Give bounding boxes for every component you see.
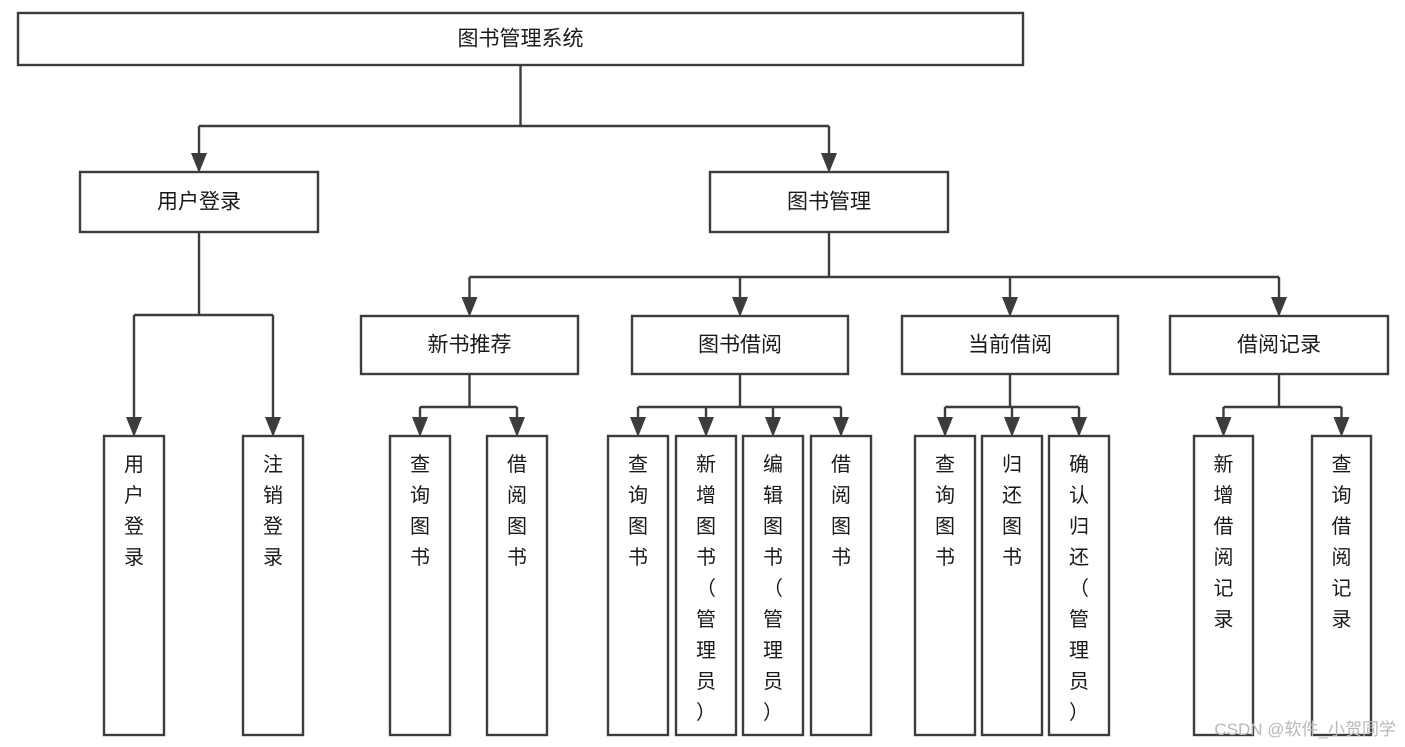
node-box[interactable]: [1310, 434, 1373, 737]
node-label: 新增借阅记录: [1214, 453, 1234, 631]
node-label: 查询图书: [628, 453, 648, 569]
arrow-head-icon: [412, 417, 428, 437]
node-box[interactable]: [1168, 314, 1390, 376]
arrow-head-icon: [821, 153, 837, 173]
connector-group-book_manage: [461, 232, 1287, 317]
node-leaf_cur_query[interactable]: 查询图书: [913, 434, 977, 737]
arrow-head-icon: [265, 417, 281, 437]
node-book_manage[interactable]: 图书管理: [708, 170, 950, 234]
node-leaf_user_login[interactable]: 用户登录: [102, 434, 166, 737]
node-box[interactable]: [606, 434, 670, 737]
node-label: 图书借阅: [698, 334, 782, 357]
connector-group-user_login: [126, 232, 281, 437]
node-label: 查询借阅记录: [1332, 453, 1352, 631]
arrow-head-icon: [698, 417, 714, 437]
node-box[interactable]: [674, 434, 738, 737]
node-label: 图书管理系统: [458, 28, 584, 51]
arrow-head-icon: [1271, 297, 1287, 317]
connector-layer: [126, 65, 1350, 437]
node-box[interactable]: [741, 434, 805, 737]
node-label: 借阅图书: [831, 453, 851, 569]
node-box[interactable]: [359, 314, 580, 376]
node-leaf_rec_query[interactable]: 查询图书: [388, 434, 452, 737]
node-label: 当前借阅: [968, 334, 1052, 357]
node-label: 借阅记录: [1237, 334, 1321, 357]
node-book_borrow[interactable]: 图书借阅: [630, 314, 850, 376]
node-leaf_user_logout[interactable]: 注销登录: [241, 434, 305, 737]
node-label: 注销登录: [263, 453, 283, 569]
node-box[interactable]: [241, 434, 305, 737]
node-label: 新增图书（管理员）: [696, 453, 716, 724]
node-leaf_borrow_edit[interactable]: 编辑图书（管理员）: [741, 434, 805, 737]
arrow-head-icon: [732, 297, 748, 317]
connector-group-current_borrow: [937, 374, 1087, 437]
node-leaf_rec_add[interactable]: 新增借阅记录: [1192, 434, 1255, 737]
node-leaf_rec_borrow[interactable]: 借阅图书: [485, 434, 549, 737]
arrow-head-icon: [1004, 417, 1020, 437]
node-box[interactable]: [809, 434, 873, 737]
node-leaf_borrow_do[interactable]: 借阅图书: [809, 434, 873, 737]
node-leaf_borrow_query[interactable]: 查询图书: [606, 434, 670, 737]
csdn-watermark: CSDN @软件_小贺同学: [1214, 720, 1396, 739]
node-label: 用户登录: [124, 454, 144, 569]
node-box[interactable]: [900, 314, 1120, 376]
node-box[interactable]: [78, 170, 320, 234]
arrow-head-icon: [461, 297, 478, 317]
node-label: 确认归还（管理员）: [1069, 453, 1089, 724]
node-label: 查询图书: [410, 453, 430, 569]
arrow-head-icon: [1002, 297, 1018, 317]
node-label: 归还图书: [1002, 453, 1022, 569]
node-box[interactable]: [485, 434, 549, 737]
arrow-head-icon: [126, 417, 142, 437]
node-box[interactable]: [1047, 434, 1111, 737]
node-box[interactable]: [913, 434, 977, 737]
node-box[interactable]: [388, 434, 452, 737]
node-box[interactable]: [708, 170, 950, 234]
connector-group-book_borrow: [630, 374, 849, 437]
node-leaf_rec_query2[interactable]: 查询借阅记录: [1310, 434, 1373, 737]
arrow-head-icon: [509, 417, 525, 437]
arrow-head-icon: [765, 417, 781, 437]
node-leaf_cur_return[interactable]: 归还图书: [980, 434, 1044, 737]
node-label: 借阅图书: [507, 453, 527, 569]
node-box[interactable]: [980, 434, 1044, 737]
node-box[interactable]: [1192, 434, 1255, 737]
arrow-head-icon: [937, 417, 953, 437]
connector-group-borrow_record: [1215, 374, 1350, 437]
arrow-head-icon: [1215, 417, 1232, 437]
node-box[interactable]: [102, 434, 166, 737]
node-borrow_record[interactable]: 借阅记录: [1168, 314, 1390, 376]
node-box[interactable]: [630, 314, 850, 376]
node-label: 编辑图书（管理员）: [763, 453, 783, 724]
node-label: 图书管理: [787, 191, 871, 214]
node-user_login[interactable]: 用户登录: [78, 170, 320, 234]
connector-group-new_book_rec: [412, 374, 525, 437]
connector-group-root: [191, 65, 837, 173]
arrow-head-icon: [1333, 417, 1350, 437]
node-new_book_rec[interactable]: 新书推荐: [359, 314, 580, 376]
node-leaf_cur_confirm[interactable]: 确认归还（管理员）: [1047, 434, 1111, 737]
node-label: 新书推荐: [428, 334, 512, 357]
node-current_borrow[interactable]: 当前借阅: [900, 314, 1120, 376]
arrow-head-icon: [833, 417, 849, 437]
node-label: 用户登录: [157, 191, 241, 214]
node-layer: 图书管理系统用户登录图书管理新书推荐图书借阅当前借阅借阅记录用户登录注销登录查询…: [16, 11, 1390, 737]
node-root[interactable]: 图书管理系统: [16, 11, 1025, 67]
node-box[interactable]: [16, 11, 1025, 67]
arrow-head-icon: [191, 153, 207, 173]
arrow-head-icon: [1071, 417, 1087, 437]
node-label: 查询图书: [935, 453, 955, 569]
arrow-head-icon: [630, 417, 646, 437]
node-leaf_borrow_add[interactable]: 新增图书（管理员）: [674, 434, 738, 737]
